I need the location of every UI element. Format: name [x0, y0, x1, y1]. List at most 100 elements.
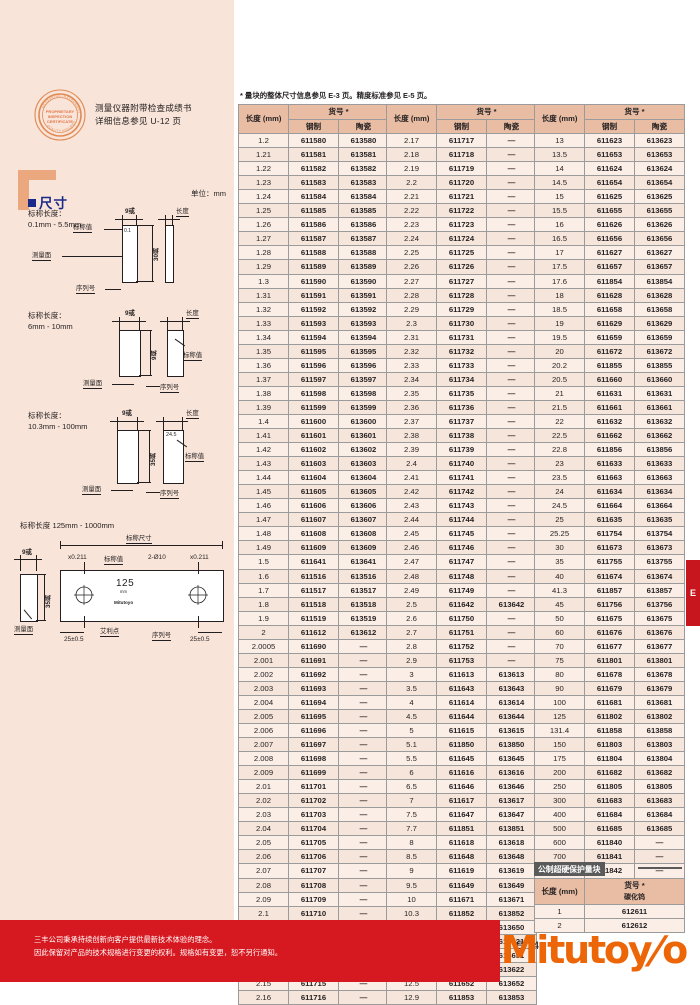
cell-length: 21.5 — [534, 399, 585, 415]
dim-height-label: 35或 — [45, 594, 52, 608]
cell-steel-code: 611705 — [288, 835, 339, 851]
cell-steel-code: 611588 — [288, 245, 339, 261]
measuring-face-label: 测量面 — [83, 380, 103, 389]
cell-ceramic-code: 613674 — [634, 568, 685, 584]
cell-length: 2.38 — [386, 428, 437, 444]
cell-length: 70 — [534, 638, 585, 654]
cell-steel-code: 611642 — [436, 596, 487, 612]
serial-number-label: 序列号 — [160, 384, 180, 393]
cell-ceramic-code: 613584 — [338, 189, 389, 205]
cell-length: 35 — [534, 554, 585, 570]
cell-length: 2.3 — [386, 315, 437, 331]
cell-steel-code: 611592 — [288, 301, 339, 317]
cell-ceramic-code: — — [338, 666, 389, 682]
cell-steel-code: 611662 — [584, 428, 635, 444]
cell-steel-code: 611726 — [436, 259, 487, 275]
cell-length: 1.2 — [238, 133, 289, 149]
mini-header-code-sub: 碳化钨 — [624, 894, 645, 901]
cell-length: 1.34 — [238, 329, 289, 345]
table-footnote: * 量块的整体尺寸信息参见 E-3 页。精度标准参见 E-5 页。 — [240, 91, 432, 100]
mini-table-title: 公制超硬保护量块 — [534, 862, 606, 876]
cell-ceramic-code: 613659 — [634, 329, 685, 345]
cell-steel-code: 611733 — [436, 357, 487, 373]
cell-length: 1.29 — [238, 259, 289, 275]
cell-ceramic-code: 613587 — [338, 231, 389, 247]
cell-steel-code: 611658 — [584, 301, 635, 317]
cell-steel-code: 611603 — [288, 456, 339, 472]
cell-ceramic-code: 613663 — [634, 470, 685, 486]
cell-length: 1.45 — [238, 484, 289, 500]
page-number: E-14 — [516, 940, 540, 952]
cell-length: 7.5 — [386, 807, 437, 823]
cell-ceramic-code: 613661 — [634, 399, 685, 415]
cell-carbide-code: 612611 — [584, 904, 685, 919]
column-header-length: 长度 (mm) — [386, 103, 437, 135]
cell-steel-code: 611749 — [436, 582, 487, 598]
cell-ceramic-code: 613857 — [634, 582, 685, 598]
cell-length: 1.27 — [238, 231, 289, 247]
cell-length: 1.28 — [238, 245, 289, 261]
cell-ceramic-code: — — [338, 891, 389, 907]
cell-steel-code: 611728 — [436, 287, 487, 303]
cell-steel-code: 611623 — [584, 133, 635, 149]
section-tab-e[interactable]: E — [686, 560, 700, 626]
cell-steel-code: 611648 — [436, 849, 487, 865]
cell-steel-code: 611708 — [288, 877, 339, 893]
section-tab-label: E — [689, 588, 696, 598]
cell-ceramic-code: 613616 — [486, 765, 537, 781]
cell-steel-code: 611750 — [436, 610, 487, 626]
cell-steel-code: 611854 — [584, 273, 635, 289]
cell-length: 2.19 — [386, 161, 437, 177]
cell-length: 2.007 — [238, 737, 289, 753]
cell-steel-code: 611644 — [436, 708, 487, 725]
x-offset-right-label: x0.211 — [190, 554, 209, 561]
cell-steel-code: 611643 — [436, 680, 487, 696]
cell-ceramic-code: — — [486, 498, 537, 514]
cell-ceramic-code: 613518 — [338, 596, 389, 612]
cell-ceramic-code: 613607 — [338, 512, 389, 528]
cell-steel-code: 611858 — [584, 723, 635, 739]
cell-ceramic-code: 613678 — [634, 666, 685, 682]
cell-length: 16.5 — [534, 231, 585, 247]
dim-height-label: 35或 — [150, 452, 157, 466]
cell-ceramic-code: 613519 — [338, 610, 389, 626]
cell-steel-code: 611599 — [288, 399, 339, 415]
certificate-text-line1: 测量仪器附带检查成绩书 — [95, 102, 192, 113]
cell-steel-code: 611615 — [436, 723, 487, 739]
cell-ceramic-code: 613851 — [486, 821, 537, 837]
cell-length: 2.08 — [238, 877, 289, 893]
cell-ceramic-code: — — [486, 161, 537, 177]
cell-length: 13 — [534, 133, 585, 149]
cell-ceramic-code: — — [338, 905, 389, 921]
cell-length: 2.1 — [238, 905, 289, 921]
cell-length: 1.4 — [238, 413, 289, 430]
